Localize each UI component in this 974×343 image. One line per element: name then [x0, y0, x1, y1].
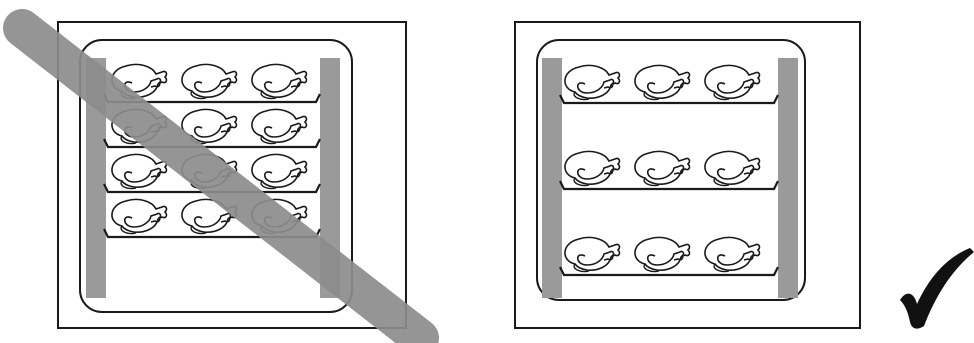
- chicken-icon: [111, 198, 168, 235]
- rack-tray: [103, 138, 321, 149]
- chicken-icon: [634, 236, 691, 273]
- rack-3: [559, 236, 779, 277]
- chicken-icon: [704, 64, 761, 101]
- chicken-icon: [251, 153, 308, 190]
- rack-2: [559, 150, 779, 191]
- right-rack-support: [778, 58, 798, 298]
- right-rack-support: [320, 58, 340, 298]
- chicken-icon: [564, 150, 621, 187]
- rack-4: [103, 198, 321, 239]
- chicken-icon: [564, 236, 621, 273]
- chicken-icon: [634, 64, 691, 101]
- oven-outer-frame: [57, 21, 407, 329]
- oven-cavity: [79, 39, 353, 313]
- chicken-icon: [251, 108, 308, 145]
- chicken-icon: [251, 63, 308, 100]
- chicken-icon: [704, 150, 761, 187]
- chicken-icon: [564, 64, 621, 101]
- left-rack-support: [86, 58, 106, 298]
- panel-correct-loading: [514, 21, 861, 329]
- checkmark-icon: [900, 248, 974, 329]
- rack-tray: [559, 180, 779, 191]
- rack-tray: [103, 228, 321, 239]
- rack-tray: [559, 94, 779, 105]
- chicken-icon: [181, 63, 238, 100]
- oven-outer-frame: [514, 21, 861, 329]
- panel-incorrect-loading: [57, 21, 407, 329]
- rack-2: [103, 108, 321, 149]
- left-rack-support: [542, 58, 562, 298]
- diagonal-strike-icon: [3, 9, 439, 343]
- chicken-icon: [634, 150, 691, 187]
- oven-cavity: [536, 39, 806, 301]
- chicken-icon: [111, 153, 168, 190]
- rack-1: [559, 64, 779, 105]
- chicken-icon: [704, 236, 761, 273]
- rack-tray: [559, 266, 779, 277]
